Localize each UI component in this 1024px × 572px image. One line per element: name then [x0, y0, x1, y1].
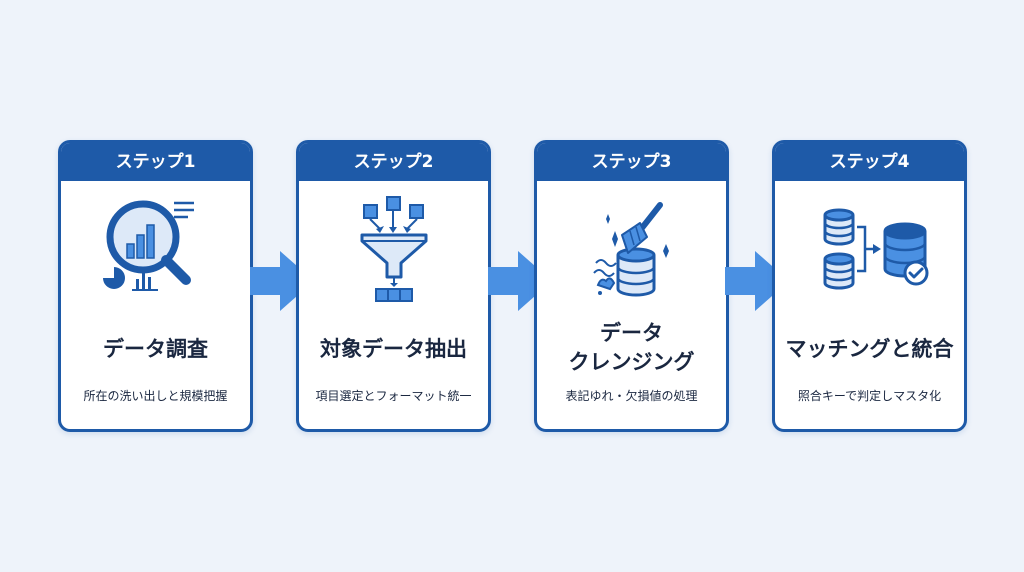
step-description: 照合キーで判定しマスタ化	[797, 389, 942, 403]
arrow-right-icon	[488, 251, 552, 311]
step-title: 対象データ抽出	[320, 337, 467, 361]
step-header: ステップ1	[61, 143, 250, 181]
step-header: ステップ4	[775, 143, 964, 181]
step-title: マッチングと統合	[785, 337, 954, 361]
step-title: データ調査	[103, 337, 208, 361]
step-description: 所在の洗い出しと規模把握	[83, 389, 228, 403]
step-title: データ クレンジング	[537, 319, 726, 377]
step-title-line-2: クレンジング	[568, 350, 695, 374]
database-broom-icon	[537, 193, 726, 318]
database-merge-icon	[775, 193, 964, 318]
magnifier-chart-icon	[61, 193, 250, 318]
step-description: 項目選定とフォーマット統一	[315, 389, 472, 403]
step-header: ステップ3	[537, 143, 726, 181]
step-card-2: ステップ2 対象データ抽出 項目選定とフォーマット統一	[296, 140, 491, 432]
step-card-4: ステップ4 マッチングと統合 照合キーで判定しマスタ化	[772, 140, 967, 432]
step-title-line-1: データ	[600, 321, 663, 345]
arrow-right-icon	[250, 251, 314, 311]
step-header: ステップ2	[299, 143, 488, 181]
funnel-filter-icon	[299, 193, 488, 318]
step-card-1: ステップ1 データ調査 所在の洗い出しと規模把握	[58, 140, 253, 432]
step-description: 表記ゆれ・欠損値の処理	[565, 389, 698, 403]
step-card-3: ステップ3 データ クレンジング 表記ゆれ・欠損値の処理	[534, 140, 729, 432]
arrow-right-icon	[725, 251, 789, 311]
